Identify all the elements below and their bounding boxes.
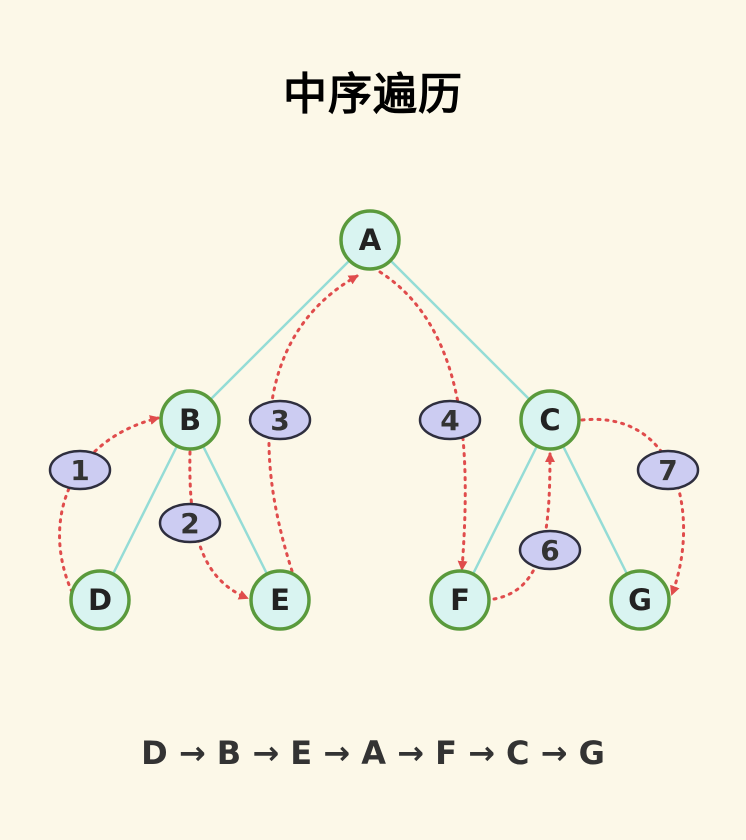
step-badge-shape xyxy=(636,449,700,491)
step-badge-shape xyxy=(248,399,312,441)
node-c: C xyxy=(519,389,581,451)
edge-c-f xyxy=(458,419,552,601)
edge-a-b xyxy=(189,239,371,421)
node-a: A xyxy=(339,209,401,271)
step-badge-label: 4 xyxy=(440,404,459,437)
step-badge-shape xyxy=(158,502,222,544)
traversal-sequence: D → B → E → A → F → C → G xyxy=(141,734,605,772)
tree-nodes: A B C D E F G xyxy=(69,209,671,631)
edge-c-g xyxy=(548,419,642,601)
step-badge-label: 3 xyxy=(270,404,289,437)
step-badge-shape xyxy=(418,399,482,441)
node-circle xyxy=(339,209,401,271)
node-d: D xyxy=(69,569,131,631)
node-f: F xyxy=(429,569,491,631)
node-label: B xyxy=(179,403,201,437)
edge-b-d xyxy=(98,419,192,601)
node-circle xyxy=(159,389,221,451)
node-circle xyxy=(249,569,311,631)
node-e: E xyxy=(249,569,311,631)
node-g: G xyxy=(609,569,671,631)
page-title: 中序遍历 xyxy=(283,69,463,120)
node-label: D xyxy=(88,583,112,617)
node-label: G xyxy=(628,583,652,617)
node-circle xyxy=(69,569,131,631)
node-circle xyxy=(429,569,491,631)
step-badge-7: 7 xyxy=(636,449,700,491)
step-badge-label: 6 xyxy=(540,534,559,567)
traversal-paths xyxy=(58,270,686,601)
step-badge-3: 3 xyxy=(248,399,312,441)
step-badge-label: 2 xyxy=(180,507,199,540)
node-label: A xyxy=(359,223,382,257)
node-circle xyxy=(519,389,581,451)
traversal-arrow-d-b xyxy=(58,415,160,594)
traversal-arrow-b-e xyxy=(188,450,249,600)
step-badges: 1 2 3 4 6 7 xyxy=(48,399,700,571)
step-badge-label: 1 xyxy=(70,454,89,487)
edge-a-c xyxy=(369,239,551,421)
tree-edges xyxy=(98,239,642,601)
node-label: C xyxy=(539,403,560,437)
node-circle xyxy=(609,569,671,631)
step-badge-1: 1 xyxy=(48,449,112,491)
traversal-arrow-e-a xyxy=(267,274,359,573)
node-label: E xyxy=(270,583,290,617)
step-badge-shape xyxy=(518,529,582,571)
step-badge-shape xyxy=(48,449,112,491)
node-label: F xyxy=(450,583,470,617)
step-badge-2: 2 xyxy=(158,502,222,544)
step-badge-6: 6 xyxy=(518,529,582,571)
node-b: B xyxy=(159,389,221,451)
traversal-arrow-c-g xyxy=(580,417,686,596)
edge-b-e xyxy=(188,419,282,601)
step-badge-4: 4 xyxy=(418,399,482,441)
step-badge-label: 7 xyxy=(658,454,677,487)
